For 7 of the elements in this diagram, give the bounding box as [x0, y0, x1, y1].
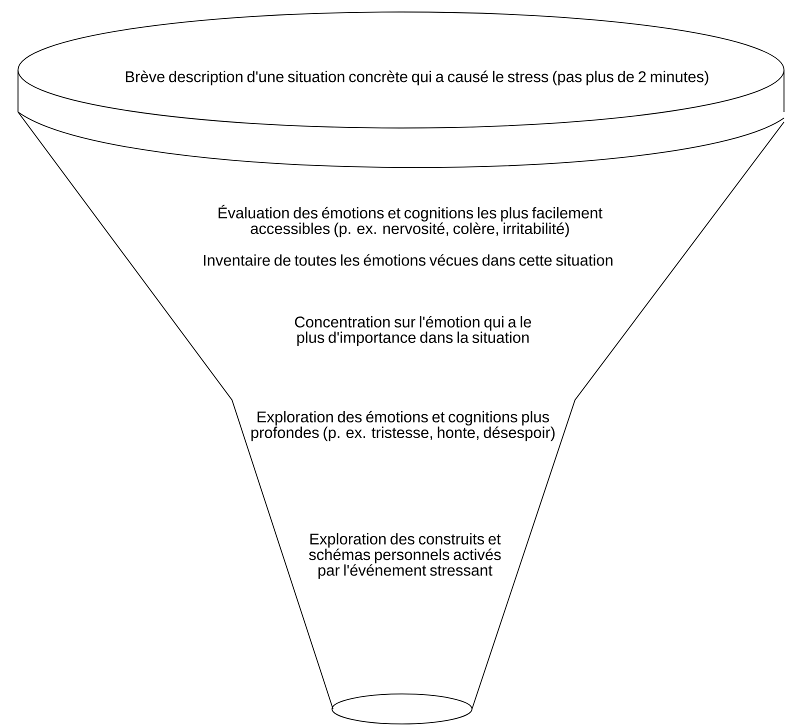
funnel-body: Évaluation des émotions et cognitions les plus facilement accessibles (p. ex. nervosité, colère, irritabilité) Inventaire de toutes les émotions vécues dans cette situation Concentration sur l'émotion qui a le plus d'importance dans la situation Exploration des émotions et cognitions plus profondes (p. ex. tristesse, honte, désespoir) Exploration des construits et schémas personnels activés par l'événement stressant: [18, 112, 784, 724]
funnel-rim: Brève description d'une situation concrète qui a causé le stress (pas plus de 2 minutes): [18, 12, 784, 168]
node-label: Concentration sur l'émotion qui a le plus d'importance dans la situation: [294, 316, 532, 346]
node-label: Exploration des construits et schémas personnels activés par l'événement stressant: [309, 533, 501, 579]
node-label: Exploration des émotions et cognitions plus profondes (p. ex. tristesse, honte, désespoir): [251, 410, 555, 442]
node-label: Évaluation des émotions et cognitions les plus facilement accessibles (p. ex. nervosité, colère, irritabilité): [218, 204, 602, 238]
node-label: Inventaire de toutes les émotions vécues dans cette situation: [204, 254, 612, 266]
